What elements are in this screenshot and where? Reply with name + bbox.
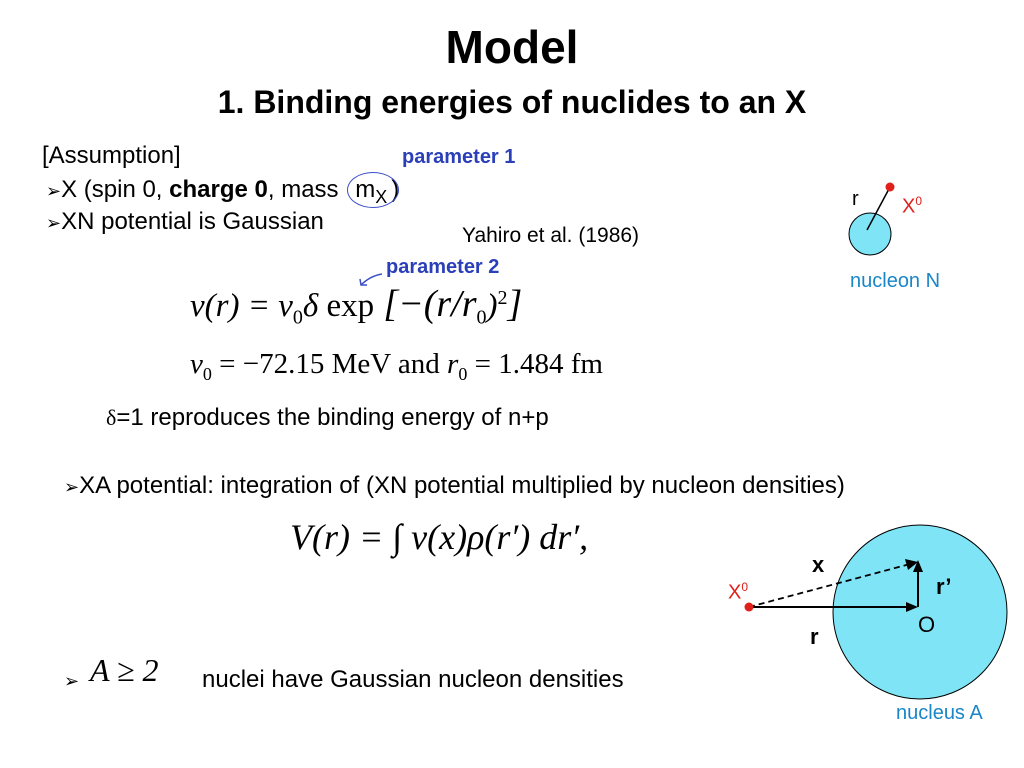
assumption-bullet-1: ➢X (spin 0, charge 0, mass mX) [46, 172, 400, 211]
bullet-arrow-icon: ➢ [46, 213, 62, 234]
nucleus-x-label: x [812, 552, 825, 577]
parameter-1-label: parameter 1 [402, 146, 516, 168]
nucleon-circle [848, 212, 892, 256]
nucleus-r-label: r [810, 624, 819, 649]
mass-number-condition: A ≥ 2 [90, 652, 159, 688]
density-statement: ➢ [64, 666, 79, 696]
nucleus-caption: nucleus A [896, 702, 983, 724]
page-title: Model [445, 21, 579, 73]
nucleon-r-line [866, 186, 891, 231]
assumption-bullet-2: ➢XN potential is Gaussian [46, 208, 324, 235]
reference-citation: Yahiro et al. (1986) [462, 224, 640, 247]
bullet-arrow-icon: ➢ [46, 181, 62, 202]
page-subtitle: 1. Binding energies of nuclides to an X [217, 84, 807, 120]
nucleus-circle [832, 524, 1008, 700]
nucleus-x-vector [748, 563, 911, 608]
nucleus-rprime-label: r’ [936, 574, 952, 599]
xa-potential-statement: ➢XA potential: integration of (XN potent… [64, 472, 845, 499]
x-particle-icon [885, 182, 895, 192]
parameter-2-label: parameter 2 [386, 256, 500, 278]
nucleus-origin-label: O [918, 612, 936, 637]
delta-statement: δ=1 reproduces the binding energy of n+p [106, 404, 549, 431]
mass-mx: mX [347, 172, 400, 211]
nucleon-x-label: X0 [902, 194, 923, 218]
equation-xn-potential: v(r) = v0δ exp [−(r/r0)2] [190, 283, 523, 329]
nucleon-caption: nucleon N [850, 270, 941, 292]
x-particle-icon [744, 602, 754, 612]
equation-parameters: v0 = −72.15 MeV and r0 = 1.484 fm [190, 348, 603, 384]
equation-xa-potential: V(r) = ∫ v(x)ρ(r′) dr′, [290, 517, 589, 557]
assumption-heading: [Assumption] [42, 142, 181, 169]
nucleus-diagram [744, 524, 1008, 700]
nucleon-r-label: r [852, 188, 859, 210]
mass-highlight-circle [347, 172, 400, 208]
bullet-arrow-icon: ➢ [64, 477, 80, 498]
bullet-arrow-icon: ➢ [64, 671, 80, 692]
parameter-2-arrow-icon [359, 273, 383, 286]
nucleus-x-particle-label: X0 [728, 580, 749, 604]
nucleon-diagram [848, 182, 895, 256]
density-text: nuclei have Gaussian nucleon densities [202, 666, 624, 693]
